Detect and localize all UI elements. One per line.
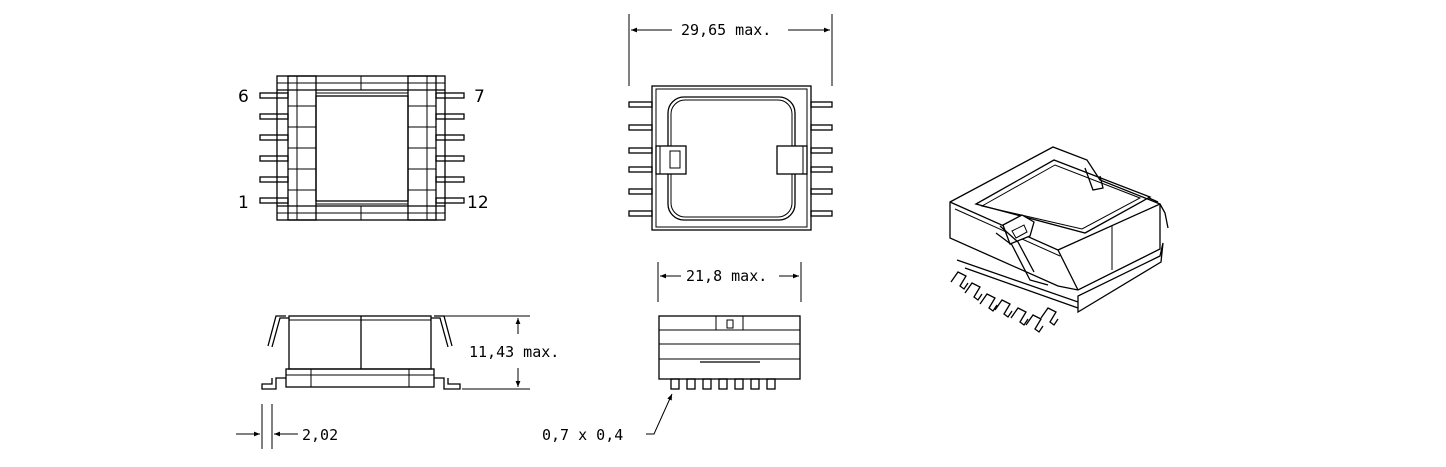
top-view: 6 7 1 12 xyxy=(238,75,489,221)
pin-label-bottom-left: 1 xyxy=(238,193,249,213)
middle-top-view: 29,65 max. xyxy=(628,14,833,231)
isometric-view xyxy=(949,146,1169,333)
width-dimension-label: 21,8 max. xyxy=(686,267,767,285)
length-dimension-label: 29,65 max. xyxy=(681,21,771,39)
pin-label-top-left: 6 xyxy=(238,87,249,107)
pin-label-top-right: 7 xyxy=(474,87,485,107)
pin-offset-dimension-label: 2,02 xyxy=(302,426,338,444)
lead-size-label: 0,7 x 0,4 xyxy=(542,426,623,444)
middle-front-view: 21,8 max. 0,7 x 0,4 xyxy=(542,262,802,444)
pin-label-bottom-right: 12 xyxy=(467,193,489,213)
side-view: 11,43 max. 2,02 xyxy=(236,315,559,449)
height-dimension-label: 11,43 max. xyxy=(469,343,559,361)
